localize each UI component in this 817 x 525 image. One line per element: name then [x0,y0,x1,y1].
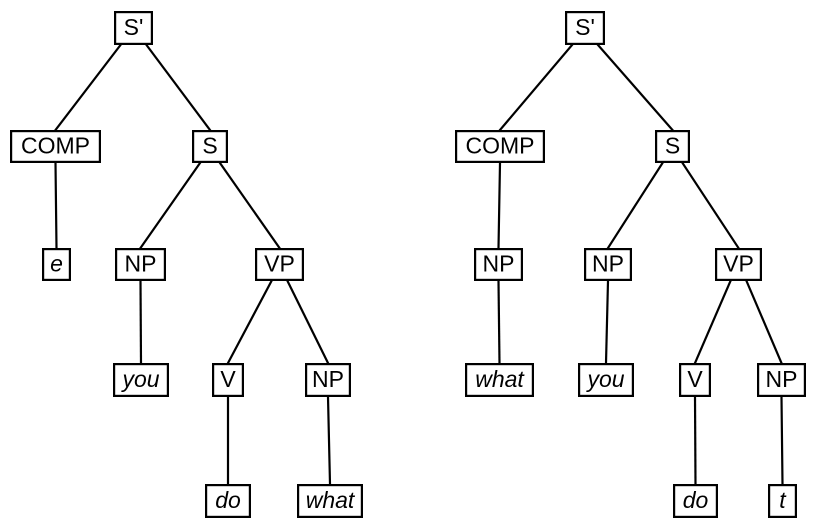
tree-edge-r-s-to-r-vp [680,161,741,250]
tree-node-r-np2: NP [756,363,806,398]
tree-node-r-comp: COMP [455,130,546,164]
tree-node-r-v: V [678,363,711,398]
node-label: NP [766,366,798,392]
node-box [767,484,797,519]
tree-edge-r-v-to-r-do [693,395,697,486]
node-box [112,363,169,398]
tree-node-r-do: do [672,484,718,519]
node-label: COMP [21,133,90,159]
node-label: S [665,133,680,159]
tree-node-l-v: V [212,363,245,398]
tree-node-r-you: you [577,363,634,398]
tree-node-l-vp: VP [255,248,305,282]
tree-edge-l-comp-to-l-e [54,161,58,250]
tree-edges [497,43,784,486]
tree-edge-l-s-to-l-np1 [138,161,202,250]
tree-edge-l-vp-to-l-v [226,279,273,365]
node-label: you [120,366,159,392]
node-label: NP [312,366,344,392]
node-box [564,11,605,45]
node-box [192,130,229,164]
tree-edge-l-np1-to-l-you [139,279,143,365]
node-label: S' [124,14,144,40]
tree-node-l-comp: COMP [10,130,102,164]
node-label: V [220,366,236,392]
node-label: S [202,133,217,159]
tree-node-l-np1: NP [114,248,166,282]
tree-node-l-do: do [205,484,252,519]
node-label: NP [125,251,157,277]
node-label: t [779,487,787,513]
tree-node-r-np0: NP [474,248,524,282]
tree-edge-l-np2-to-l-what [326,395,332,486]
node-box [113,11,153,45]
tree-node-l-e: e [41,248,71,282]
tree-node-r-t: t [767,484,797,519]
node-box [41,248,71,282]
node-label: do [683,487,709,513]
node-label: what [306,487,356,513]
node-label: NP [592,251,624,277]
node-label: COMP [466,133,535,159]
tree-node-r-sbar: S' [564,11,605,45]
node-box [756,363,806,398]
tree-edge-l-s-to-l-vp [218,161,282,250]
tree-edge-l-vp-to-l-np2 [286,279,330,365]
node-box [10,130,102,164]
node-box [678,363,711,398]
tree-node-l-sbar: S' [113,11,153,45]
tree-node-r-what: what [465,363,535,398]
node-box [672,484,718,519]
tree-node-l-what: what [297,484,364,519]
node-box [114,248,166,282]
tree-edge-r-vp-to-r-v [693,279,732,365]
tree-edges [53,43,332,486]
node-box [714,248,762,282]
node-label: VP [723,251,754,277]
node-box [465,363,535,398]
tree-edge-r-comp-to-r-np0 [497,161,502,250]
node-label: do [215,487,241,513]
tree-edge-r-vp-to-r-np2 [745,279,783,365]
node-label: VP [264,251,295,277]
tree-node-l-np2: NP [305,363,352,398]
node-label: NP [483,251,515,277]
tree-node-l-you: you [112,363,169,398]
node-label: S' [575,14,595,40]
node-box [255,248,305,282]
right-tree: S' COMP S NP NP VP what you V NP do t [455,11,806,519]
tree-edge-r-np2-to-r-t [780,395,784,486]
tree-edge-r-s-to-r-np1 [606,161,665,250]
tree-edge-r-sbar-to-r-s [596,43,675,132]
tree-edge-l-sbar-to-l-comp [53,43,123,132]
tree-edge-l-sbar-to-l-s [144,43,212,132]
tree-node-r-np1: NP [583,248,632,282]
node-box [297,484,364,519]
node-box [212,363,245,398]
tree-edge-r-sbar-to-r-comp [498,43,574,132]
node-label: e [50,251,63,277]
node-box [654,130,690,164]
node-box [577,363,634,398]
tree-edge-r-np1-to-r-you [604,279,610,365]
node-box [455,130,546,164]
tree-node-l-s: S [192,130,229,164]
node-box [305,363,352,398]
node-box [205,484,252,519]
tree-node-r-vp: VP [714,248,762,282]
node-box [474,248,524,282]
node-label: what [475,366,525,392]
node-label: V [687,366,703,392]
tree-node-r-s: S [654,130,690,164]
node-label: you [585,366,624,392]
node-box [583,248,632,282]
tree-edge-r-np0-to-r-what [497,279,501,365]
